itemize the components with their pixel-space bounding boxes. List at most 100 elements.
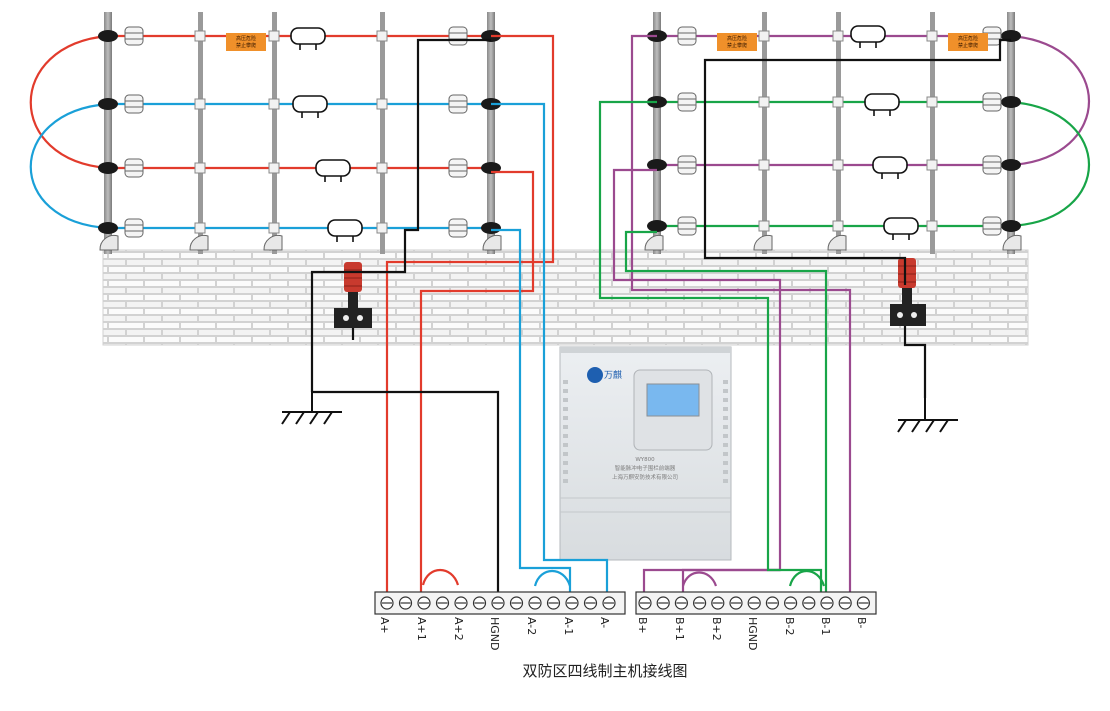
insulator-knob bbox=[98, 222, 118, 234]
wire-clip bbox=[926, 30, 938, 42]
lead-b-ground bbox=[903, 326, 927, 398]
wire-clip bbox=[376, 98, 388, 110]
terminal-label: B+ bbox=[636, 617, 649, 634]
insulator-knob bbox=[98, 30, 118, 42]
insulator-knob bbox=[647, 159, 667, 171]
wire-clip bbox=[268, 162, 280, 174]
spool-insulator bbox=[448, 94, 468, 114]
wire-clip bbox=[758, 220, 770, 232]
tension-spring bbox=[290, 27, 326, 50]
zone-b-loop-green bbox=[1010, 100, 1091, 228]
lead-b-plus-jumper bbox=[681, 571, 718, 587]
device-line1: 智能脉冲电子围栏前端器 bbox=[615, 464, 676, 472]
lead-a-hgnd bbox=[310, 38, 491, 392]
terminal-label: B-2 bbox=[783, 617, 796, 636]
spool-insulator bbox=[982, 216, 1002, 236]
ground-symbol-right bbox=[897, 398, 958, 433]
sign-right-line2: 禁止攀爬 bbox=[727, 42, 747, 49]
terminal-label: HGND bbox=[746, 617, 759, 651]
sign-right2-line1: 高压危险 bbox=[958, 35, 978, 42]
sign-right-line1: 高压危险 bbox=[727, 35, 747, 42]
terminal-label: HGND bbox=[488, 617, 501, 651]
lead-b-hgnd bbox=[703, 38, 1011, 285]
spool-insulator bbox=[677, 155, 697, 175]
sign-left-line1: 高压危险 bbox=[236, 35, 256, 42]
wire-clip bbox=[832, 30, 844, 42]
terminal-label: A-2 bbox=[525, 617, 538, 635]
spool-insulator bbox=[124, 218, 144, 238]
lead-b-plus-bottom-2 bbox=[642, 568, 780, 592]
pole-bracket bbox=[482, 234, 502, 251]
lead-b-minus-jumper bbox=[788, 570, 826, 587]
spool-insulator bbox=[677, 26, 697, 46]
wire-clip bbox=[194, 222, 206, 234]
insulator-knob bbox=[481, 222, 501, 234]
wire-clip bbox=[758, 159, 770, 171]
spool-insulator bbox=[124, 26, 144, 46]
lead-a-minus-jumper bbox=[533, 570, 572, 587]
spool-insulator bbox=[124, 94, 144, 114]
lead-a-plus-bottom bbox=[419, 170, 535, 592]
terminal-label: B-1 bbox=[819, 617, 832, 636]
terminal-block-a bbox=[374, 591, 626, 615]
zone-a-loop-red bbox=[29, 34, 109, 170]
lead-a-plus-top bbox=[385, 34, 555, 592]
brand-logo-icon bbox=[587, 367, 603, 383]
pole-bracket bbox=[753, 234, 773, 251]
zone-b-loop-purple bbox=[1010, 34, 1091, 167]
wire-clip bbox=[376, 30, 388, 42]
wire-clip bbox=[268, 222, 280, 234]
sign-right2-line2: 禁止攀爬 bbox=[958, 42, 978, 49]
brand-name: 万麒 bbox=[604, 369, 622, 381]
tension-spring bbox=[883, 217, 919, 240]
ground-symbol-left bbox=[281, 392, 342, 425]
spool-insulator bbox=[448, 158, 468, 178]
pole-bracket bbox=[644, 234, 664, 251]
wire-clip bbox=[926, 159, 938, 171]
warning-sign-left: 高压危险 禁止攀爬 bbox=[226, 33, 266, 51]
lightning-arrester-left bbox=[334, 262, 372, 328]
tension-spring bbox=[864, 93, 900, 116]
pole-bracket bbox=[1002, 234, 1022, 251]
lead-b-plus-top bbox=[630, 34, 852, 592]
wire-clip bbox=[376, 162, 388, 174]
sign-left-line2: 禁止攀爬 bbox=[236, 42, 256, 49]
spool-insulator bbox=[982, 92, 1002, 112]
wire-clip bbox=[758, 30, 770, 42]
terminal-block-b bbox=[635, 591, 877, 615]
tension-spring bbox=[872, 156, 908, 179]
wire-clip bbox=[832, 96, 844, 108]
pole-bracket bbox=[99, 234, 119, 251]
spool-insulator bbox=[448, 218, 468, 238]
terminal-label: A- bbox=[598, 617, 611, 628]
lead-a-hgnd-terminal bbox=[312, 390, 500, 592]
wire-clip bbox=[926, 220, 938, 232]
device-line2: 上海万麒安防技术有限公司 bbox=[612, 473, 678, 481]
tension-spring bbox=[315, 159, 351, 182]
wire-clip bbox=[926, 96, 938, 108]
tension-spring bbox=[850, 25, 886, 48]
pole-bracket bbox=[827, 234, 847, 251]
poles bbox=[104, 12, 1015, 254]
insulator-knob bbox=[98, 98, 118, 110]
insulator-knob bbox=[1001, 159, 1021, 171]
spool-insulator bbox=[982, 155, 1002, 175]
brick-wall bbox=[102, 249, 1029, 346]
insulator-knob bbox=[1001, 220, 1021, 232]
wire-clip bbox=[194, 30, 206, 42]
terminal-label: B+1 bbox=[673, 617, 686, 641]
spool-insulator bbox=[677, 216, 697, 236]
lead-a-minus-bottom bbox=[491, 228, 572, 592]
insulator-knob bbox=[1001, 96, 1021, 108]
insulator-knob bbox=[647, 220, 667, 232]
pole-bracket bbox=[189, 234, 209, 251]
diagram-caption: 双防区四线制主机接线图 bbox=[522, 662, 687, 680]
tension-spring bbox=[292, 95, 328, 118]
terminal-label: A+2 bbox=[452, 617, 465, 641]
zone-a-loop-blue bbox=[29, 102, 109, 230]
terminal-label: A+ bbox=[378, 617, 391, 634]
lead-wires bbox=[310, 34, 1011, 592]
wire-clip bbox=[194, 162, 206, 174]
